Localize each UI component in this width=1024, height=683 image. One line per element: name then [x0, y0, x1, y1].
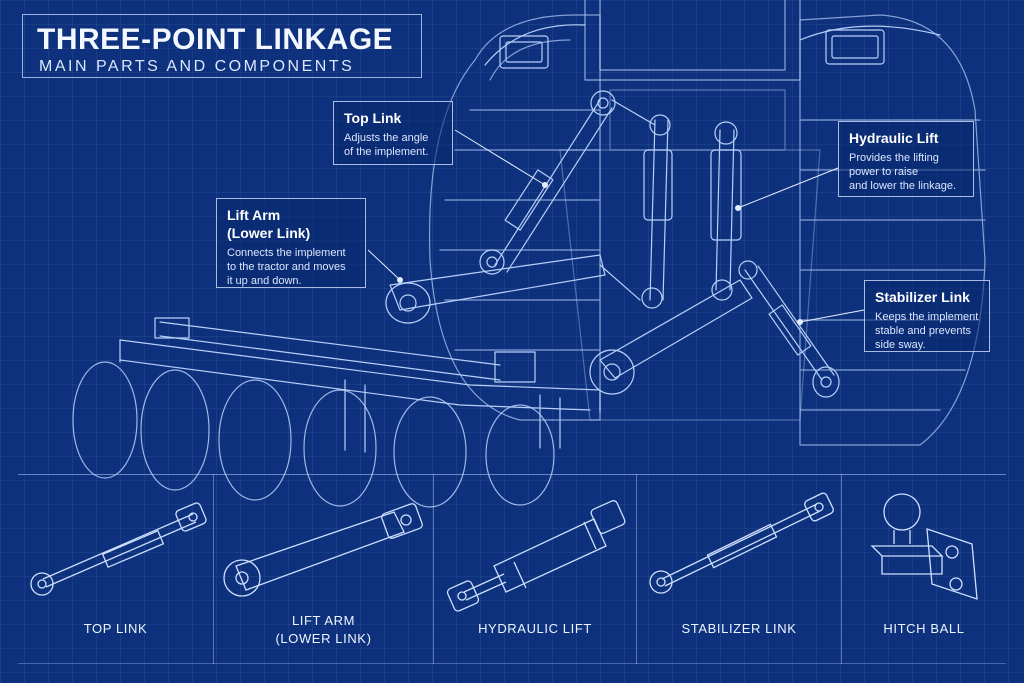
- callout-top-link: Top Link Adjusts the angle of the implem…: [333, 101, 453, 165]
- component-label-line: HYDRAULIC LIFT: [478, 621, 592, 636]
- callout-desc-line: Adjusts the angle: [344, 132, 429, 144]
- component-panel-top-link: TOP LINK: [18, 474, 214, 664]
- callout-title-line: (Lower Link): [227, 225, 311, 241]
- component-label: HITCH BALL: [842, 620, 1006, 638]
- callout-hydraulic-lift: Hydraulic Lift Provides the lifting powe…: [838, 121, 974, 197]
- callout-desc-line: it up and down.: [227, 275, 302, 287]
- component-panel-stabilizer-link: STABILIZER LINK: [637, 474, 842, 664]
- callout-stabilizer-link: Stabilizer Link Keeps the implement stab…: [864, 280, 990, 352]
- component-label: HYDRAULIC LIFT: [434, 620, 636, 638]
- left-lift-rod: [641, 114, 673, 309]
- callout-desc-line: to the tractor and moves: [227, 261, 346, 273]
- lift-arm-drawing: [223, 503, 423, 597]
- callout-desc: Keeps the implement stable and prevents …: [875, 310, 979, 352]
- component-panel-hitch-ball: HITCH BALL: [842, 474, 1006, 664]
- hydraulic-lift-leader: [737, 167, 839, 209]
- right-lift-arm: [589, 279, 753, 395]
- right-hydraulic-cylinder: [710, 121, 742, 301]
- right-tire: [799, 14, 986, 446]
- stabilizer-link-drawing: [649, 492, 834, 594]
- callout-desc-line: Connects the implement: [227, 247, 346, 259]
- hydraulic-lift-drawing: [446, 500, 626, 612]
- title-block: THREE-POINT LINKAGE MAIN PARTS AND COMPO…: [22, 14, 422, 78]
- component-strip: [18, 474, 1006, 664]
- top-link-leader: [454, 129, 546, 186]
- component-label-line: LIFT ARM: [291, 613, 356, 628]
- callout-desc-line: Provides the lifting: [849, 152, 939, 164]
- callout-desc-line: Keeps the implement: [875, 311, 979, 323]
- top-link-drawing: [30, 502, 207, 596]
- stabilizer-link-assembly: [738, 260, 840, 398]
- component-panel-lift-arm: LIFT ARM (LOWER LINK): [214, 474, 434, 664]
- callout-title: Lift Arm (Lower Link): [227, 206, 355, 242]
- hitch-ball-drawing: [870, 493, 978, 600]
- page-title: THREE-POINT LINKAGE: [37, 23, 394, 56]
- component-label-line: HITCH BALL: [883, 621, 965, 636]
- component-panel-hydraulic-lift: HYDRAULIC LIFT: [434, 474, 637, 664]
- fender-lights: [484, 24, 941, 69]
- callout-lift-arm: Lift Arm (Lower Link) Connects the imple…: [216, 198, 366, 288]
- callout-desc-line: side sway.: [875, 339, 926, 351]
- left-lift-arm: [385, 254, 641, 324]
- callout-desc-line: stable and prevents: [875, 325, 972, 337]
- component-label: STABILIZER LINK: [637, 620, 841, 638]
- implement-frame: [119, 317, 601, 453]
- top-link-assembly: [479, 90, 656, 275]
- component-label-line: STABILIZER LINK: [681, 621, 797, 636]
- callout-title: Hydraulic Lift: [849, 130, 939, 146]
- callout-desc: Connects the implement to the tractor an…: [227, 246, 355, 288]
- page-subtitle: MAIN PARTS AND COMPONENTS: [39, 58, 355, 75]
- callout-desc: Provides the lifting power to raise and …: [849, 151, 963, 193]
- callout-title-line: Lift Arm: [227, 207, 281, 223]
- tractor-body: [559, 0, 821, 421]
- lift-arm-leader: [367, 249, 401, 281]
- harrow-discs: [72, 361, 555, 508]
- component-label-line: TOP LINK: [83, 621, 148, 636]
- callout-title: Stabilizer Link: [875, 289, 970, 305]
- callout-desc: Adjusts the angle of the implement.: [344, 131, 442, 159]
- stabilizer-link-leader: [799, 309, 865, 323]
- callout-desc-line: and lower the linkage.: [849, 180, 957, 192]
- component-label: TOP LINK: [18, 620, 213, 638]
- callout-desc-line: of the implement.: [344, 146, 429, 158]
- component-label: LIFT ARM (LOWER LINK): [214, 612, 433, 648]
- callout-desc-line: power to raise: [849, 166, 919, 178]
- callout-title: Top Link: [344, 110, 402, 126]
- component-label-line: (LOWER LINK): [275, 631, 372, 646]
